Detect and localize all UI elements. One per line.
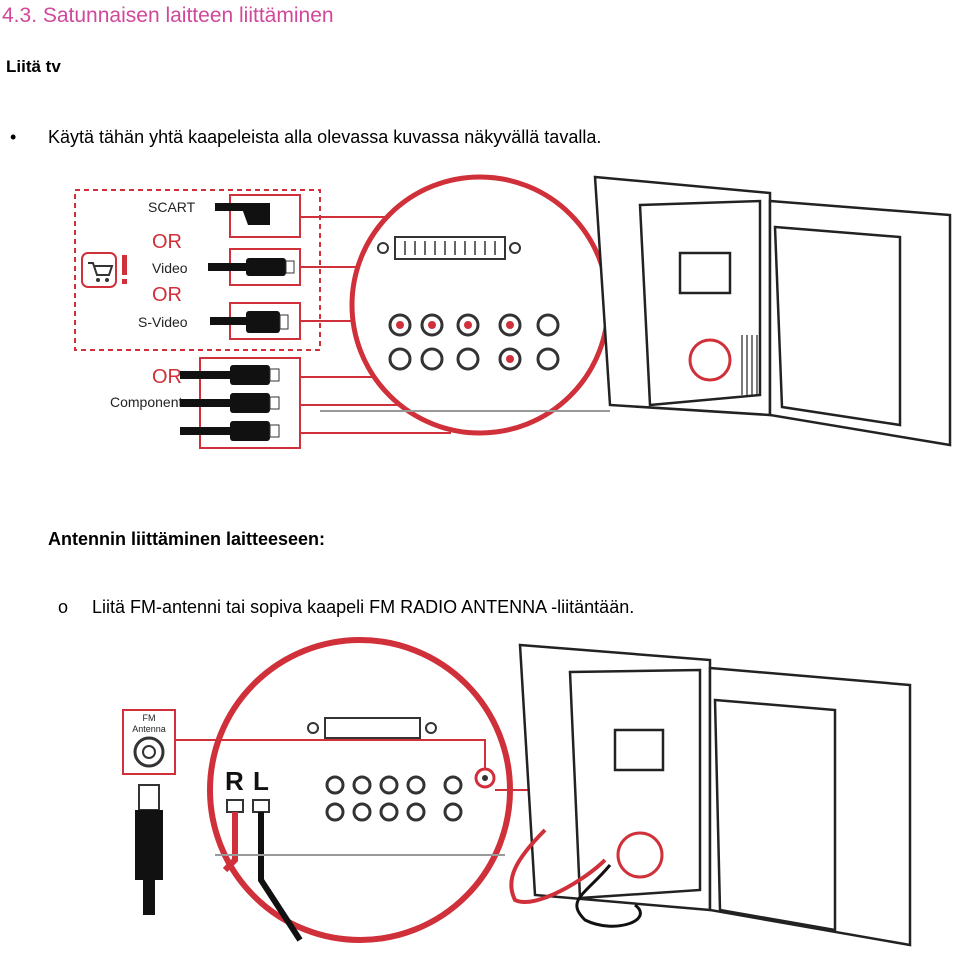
stereo-unit-outline	[593, 175, 952, 447]
shopping-cart-icon	[81, 252, 117, 288]
bullet-text: Liitä FM-antenni tai sopiva kaapeli FM R…	[92, 597, 635, 617]
stereo-unit-outline-2	[509, 643, 912, 947]
scart-cable-box	[215, 194, 301, 238]
subheading-connect-tv: Liitä tv	[6, 57, 61, 76]
fm-antenna-plug-icon	[135, 784, 163, 915]
label-or-3: OR	[152, 366, 182, 388]
bullet-mark: o	[58, 597, 69, 617]
label-svideo: S-Video	[138, 314, 188, 330]
label-r: R	[225, 766, 244, 796]
video-cable-box	[208, 248, 301, 286]
label-fm: FM	[143, 713, 156, 723]
label-component: Component	[110, 394, 182, 410]
label-scart: SCART	[148, 199, 196, 215]
warning-exclamation-icon	[122, 255, 127, 284]
component-cable-box	[180, 357, 301, 449]
section-heading: 4.3. Satunnaisen laitteen liittäminen	[2, 4, 334, 27]
bullet-mark: •	[10, 127, 17, 147]
bullet-text: Käytä tähän yhtä kaapeleista alla olevas…	[48, 127, 602, 147]
label-antenna: Antenna	[132, 724, 166, 734]
optional-cables-dashed-box	[74, 189, 321, 351]
fm-antenna-socket-box: FM Antenna	[122, 709, 176, 775]
label-or-2: OR	[152, 284, 182, 306]
zoom-circle-antenna: R L	[175, 637, 636, 943]
tv-connection-diagram: SCART OR Video OR S-Video OR Component	[74, 174, 952, 449]
label-l: L	[253, 766, 269, 796]
svideo-cable-box	[210, 302, 301, 340]
label-video: Video	[152, 260, 188, 276]
antenna-connection-diagram: FM Antenna R L	[122, 637, 912, 947]
label-or-1: OR	[152, 231, 182, 253]
zoom-circle-connectors	[320, 174, 611, 436]
section-title-antenna: Antennin liittäminen laitteeseen:	[48, 529, 326, 549]
